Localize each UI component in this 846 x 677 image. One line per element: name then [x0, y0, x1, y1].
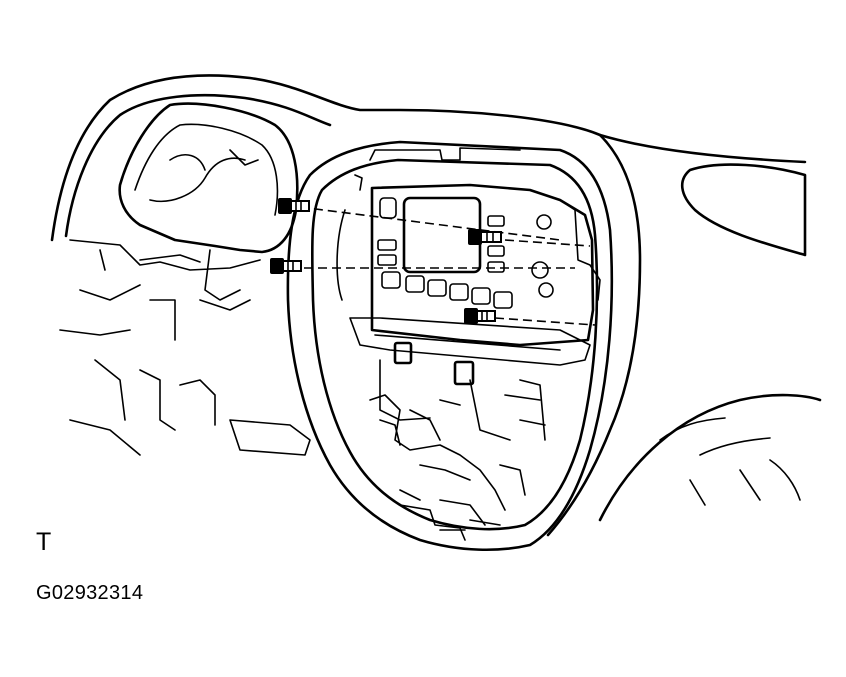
audio-unit-face [370, 183, 595, 347]
left-opening-frame [118, 102, 299, 254]
bolt-lower-center [464, 308, 496, 324]
audio-button-right-1 [487, 215, 505, 227]
audio-button-left-2 [377, 254, 397, 266]
right-vent-outline [681, 163, 807, 257]
console-connector-right [453, 360, 475, 386]
wire-harness [369, 394, 526, 526]
right-lower-detail [659, 417, 801, 506]
bolt-mid-left [270, 258, 302, 274]
bolt-upper-right [468, 229, 502, 245]
audio-button-right-2 [487, 245, 505, 257]
dashboard-right-edge [546, 133, 642, 537]
audio-knob-right-mid [531, 261, 549, 279]
lower-console-frame [349, 317, 591, 441]
audio-unit-side-bracket [336, 174, 601, 301]
left-structure-lines [59, 239, 311, 456]
left-structure-cable [139, 149, 259, 263]
center-bezel-inner [310, 158, 599, 531]
preset-button-4 [449, 283, 469, 301]
audio-button-left-1 [377, 239, 397, 251]
bolt-top-left [278, 198, 310, 214]
preset-button-3 [427, 279, 447, 297]
audio-knob-left [379, 197, 397, 219]
bezel-top-clip [369, 147, 521, 161]
right-lower-dash-curve [598, 393, 822, 522]
preset-button-2 [405, 275, 425, 293]
dashboard-upper-contour-inner [64, 93, 332, 238]
dashboard-upper-contour [50, 74, 807, 242]
bolt-leader-top-left [299, 206, 561, 241]
left-opening-inner [134, 123, 279, 216]
center-bezel-outer [286, 140, 614, 552]
console-connector-left [393, 341, 413, 365]
preset-button-1 [381, 271, 401, 289]
bolt-leader-upper-right [504, 239, 591, 247]
audio-knob-right-top [536, 214, 552, 230]
audio-button-right-3 [487, 261, 505, 273]
lower-console-base [399, 504, 501, 541]
figure-code: G02932314 [36, 582, 144, 604]
audio-knob-right-low [538, 282, 554, 298]
bolt-leader-lower [494, 317, 596, 326]
preset-button-5 [471, 287, 491, 305]
preset-button-6 [493, 291, 513, 309]
orientation-mark: T [36, 528, 52, 556]
